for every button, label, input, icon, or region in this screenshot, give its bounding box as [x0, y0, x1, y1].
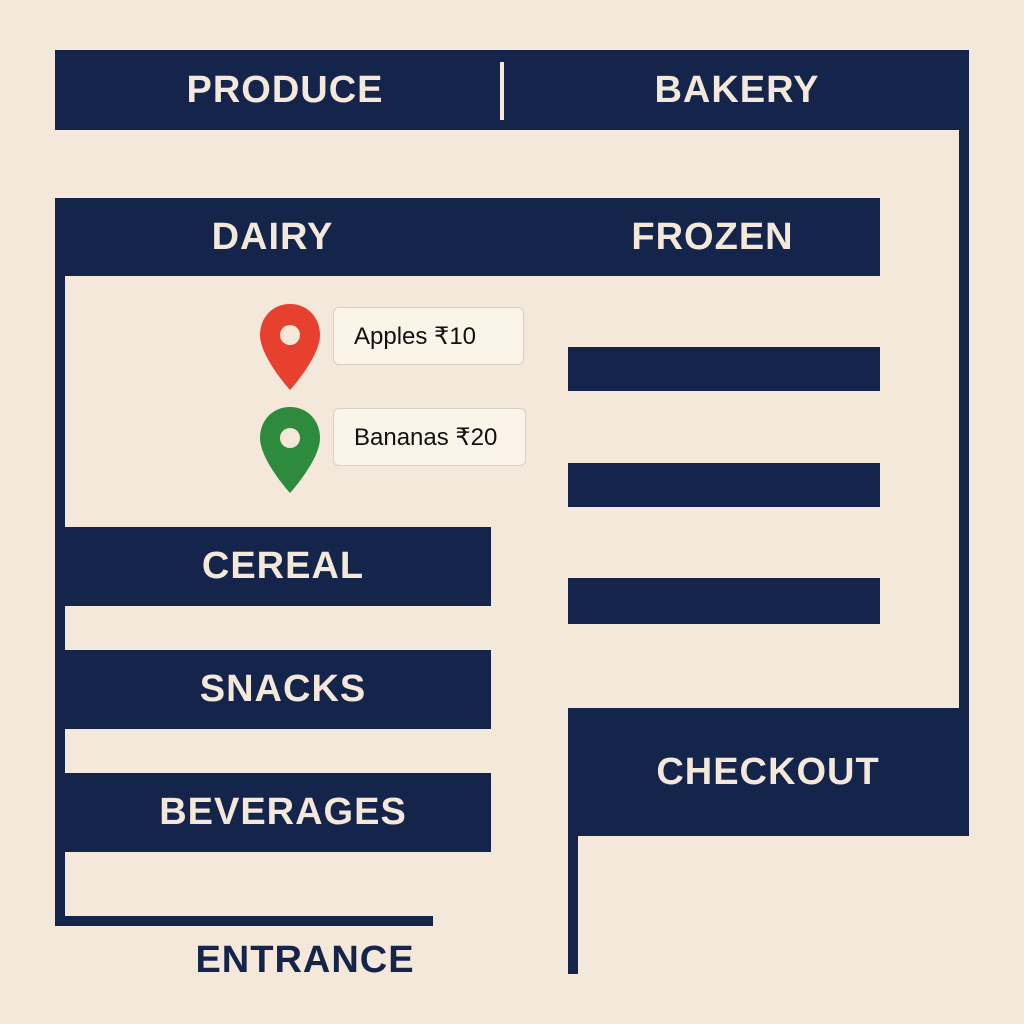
section-bakery[interactable]: BAKERY — [654, 68, 820, 111]
checkout-wall — [568, 836, 578, 974]
price-tag-bananas[interactable]: Bananas ₹20 — [333, 408, 526, 466]
aisle-beverages — [55, 773, 491, 852]
section-beverages[interactable]: BEVERAGES — [159, 791, 407, 833]
section-entrance[interactable]: ENTRANCE — [195, 938, 415, 981]
middle-shelf-band — [55, 198, 880, 276]
section-cereal[interactable]: CEREAL — [201, 545, 365, 587]
section-divider — [500, 62, 504, 120]
aisle-shelf-2 — [568, 463, 880, 507]
top-shelf-band — [55, 50, 969, 130]
section-produce[interactable]: PRODUCE — [186, 68, 384, 111]
map-pin-icon[interactable] — [258, 405, 322, 495]
right-wall — [959, 130, 969, 708]
aisle-snacks — [55, 650, 491, 729]
section-checkout[interactable]: CHECKOUT — [656, 750, 880, 793]
aisle-shelf-3 — [568, 578, 880, 624]
checkout-area — [568, 708, 969, 836]
aisle-cereal — [55, 527, 491, 606]
price-tag-apples[interactable]: Apples ₹10 — [333, 307, 524, 365]
section-snacks[interactable]: SNACKS — [199, 668, 367, 710]
section-dairy[interactable]: DAIRY — [211, 215, 334, 258]
bottom-wall — [55, 916, 433, 926]
map-pin-icon[interactable] — [258, 302, 322, 392]
aisle-shelf-1 — [568, 347, 880, 391]
section-frozen[interactable]: FROZEN — [631, 215, 794, 258]
